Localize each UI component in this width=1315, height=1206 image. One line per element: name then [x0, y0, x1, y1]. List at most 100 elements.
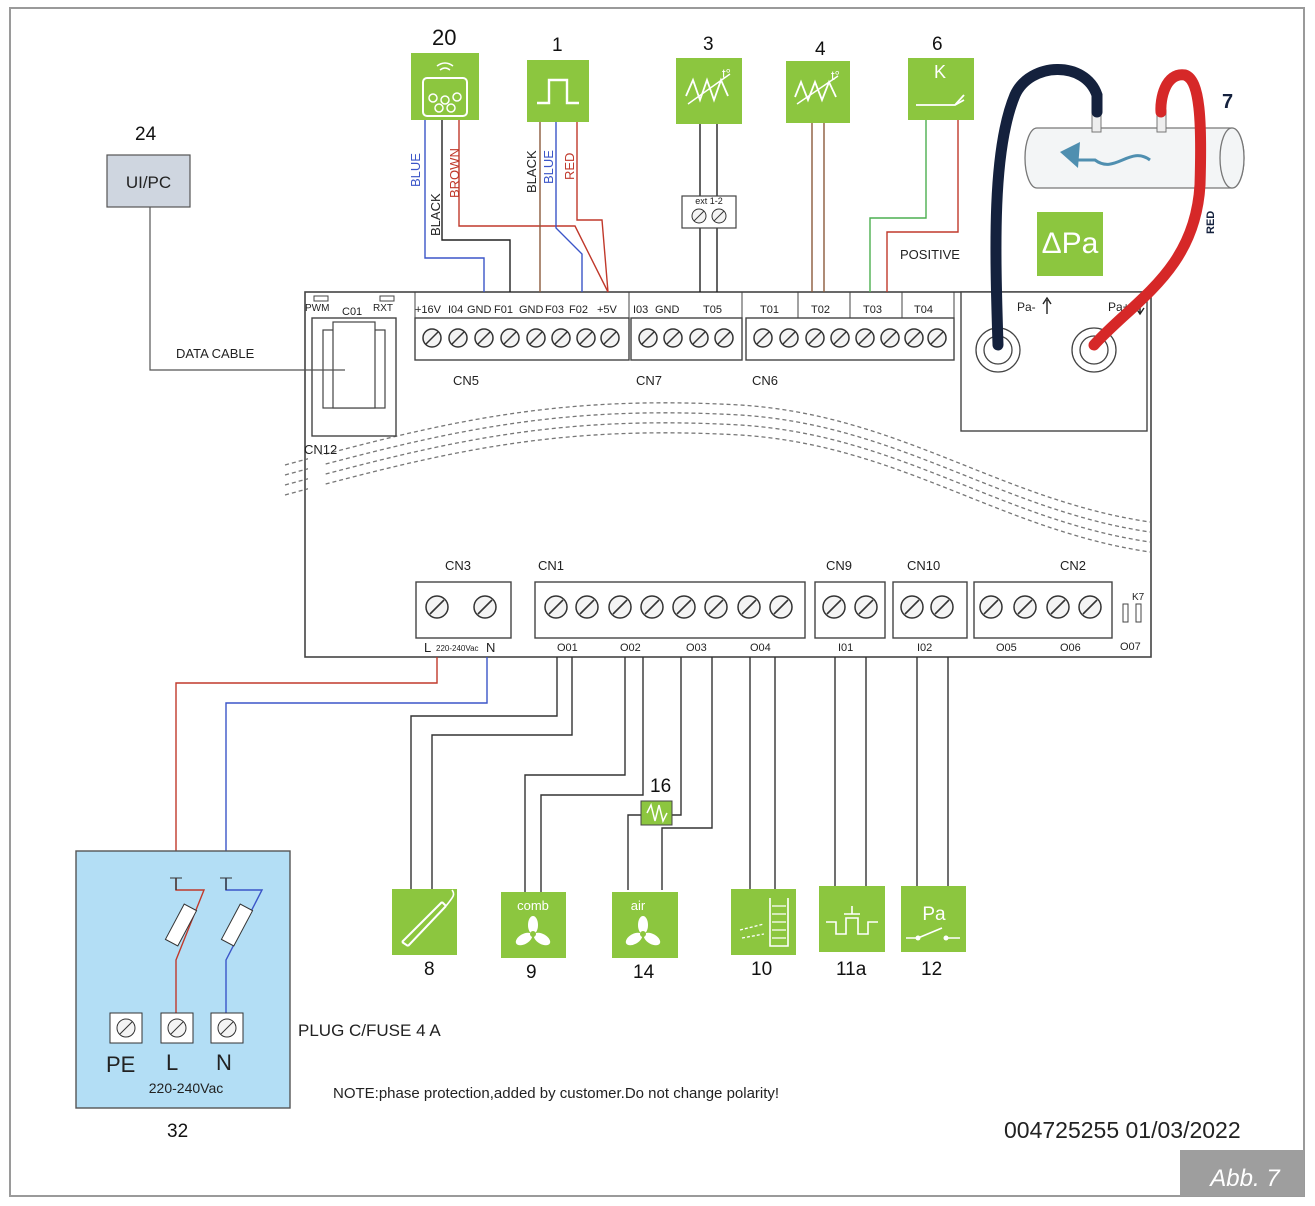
component-7-red-label: RED — [1205, 211, 1217, 234]
component-11a-switch: 11a — [819, 886, 885, 980]
component-9-combustion-fan: comb 9 — [501, 892, 566, 983]
cn12-pin-rxt: RXT — [373, 303, 393, 314]
pc-label: UI/PC — [126, 173, 171, 192]
component-7-pressure-tube: 7 RED ΔPa — [990, 64, 1245, 351]
cn5-label: CN5 — [453, 373, 479, 388]
cn6-connector: T01 T02 T03 T04 CN6 — [745, 292, 955, 388]
cn1-out-o02: O02 — [620, 642, 641, 654]
component-8-number: 8 — [424, 959, 435, 980]
pressure-sensor-box: Pa- Pa+ — [960, 291, 1148, 432]
component-20-number: 20 — [432, 25, 456, 50]
cn7-label: CN7 — [636, 373, 662, 388]
cn10-connector: CN10 I02 — [892, 558, 968, 654]
cn7-pin-i03: I03 — [633, 304, 648, 316]
component-6-thermocouple: 6 K POSITIVE — [900, 34, 974, 262]
component-9-number: 9 — [526, 962, 537, 983]
component-1-wire-blue: BLUE — [541, 150, 556, 184]
component-4-temperature-probe: 4 t° — [786, 39, 850, 123]
cn5-pin-5v: +5V — [597, 304, 618, 316]
component-10-number: 10 — [751, 959, 772, 980]
board-break-wave — [284, 402, 1151, 553]
cn5-pin-f01: F01 — [494, 304, 513, 316]
component-20-pellet-sensor: 20 BLUE BLACK BROWN — [408, 25, 479, 236]
plug-terminal-n: N — [216, 1050, 232, 1075]
svg-text:t°: t° — [831, 68, 840, 83]
cn5-pin-gnd2: GND — [519, 304, 544, 316]
k7-out-o07: O07 — [1120, 641, 1141, 653]
cn2-out-o06: O06 — [1060, 642, 1081, 654]
cn9-out-i01: I01 — [838, 642, 853, 654]
document-id: 004725255 01/03/2022 — [1004, 1117, 1241, 1143]
cn12-connector: PWM C01 RXT CN12 — [304, 295, 397, 457]
pc-number: 24 — [135, 124, 157, 145]
cn1-out-o04: O04 — [750, 642, 771, 654]
cn10-label: CN10 — [907, 558, 940, 573]
component-16-resistor: 16 — [640, 776, 673, 826]
cn6-pin-t03: T03 — [863, 304, 882, 316]
cn2-label: CN2 — [1060, 558, 1086, 573]
figure-tab: Abb. 7 — [1180, 1150, 1304, 1196]
component-11a-number: 11a — [836, 959, 867, 980]
cn6-pin-t01: T01 — [760, 304, 779, 316]
cn12-pin-pwm: PWM — [305, 303, 329, 314]
component-1-wire-black: BLACK — [524, 150, 539, 193]
cn3-l: L — [424, 640, 431, 655]
cn2-connector: CN2 O05 O06 — [973, 558, 1113, 654]
pa-minus-label: Pa- — [1017, 300, 1036, 314]
cn9-label: CN9 — [826, 558, 852, 573]
plug-label: PLUG C/FUSE 4 A — [298, 1021, 441, 1040]
outer-frame — [9, 7, 1305, 1197]
component-3-terminal-label: ext 1-2 — [695, 196, 723, 206]
wires-component-20 — [424, 118, 609, 293]
component-14-number: 14 — [633, 962, 655, 983]
cn6-pin-t04: T04 — [914, 304, 933, 316]
component-10-auger-motor: 10 — [731, 889, 796, 980]
component-4-number: 4 — [815, 39, 826, 60]
cn5-pin-f02: F02 — [569, 304, 588, 316]
cn7-connector: I03 GND T05 CN7 — [630, 292, 743, 388]
cn1-out-o03: O03 — [686, 642, 707, 654]
component-3-number: 3 — [703, 34, 714, 55]
component-6-positive-label: POSITIVE — [900, 247, 960, 262]
plug-voltage: 220-240Vac — [149, 1080, 223, 1096]
component-6-number: 6 — [932, 34, 943, 55]
cn3-voltage: 220-240Vac — [436, 644, 479, 653]
component-1-encoder: 1 BLACK BLUE RED — [524, 35, 589, 193]
cn2-out-o05: O05 — [996, 642, 1017, 654]
cn12-label: CN12 — [304, 442, 337, 457]
cn10-out-i02: I02 — [917, 642, 932, 654]
component-12-number: 12 — [921, 959, 942, 980]
cn7-pin-t05: T05 — [703, 304, 722, 316]
cn5-pin-i04: I04 — [448, 304, 463, 316]
wires-component-1 — [539, 118, 609, 293]
cn5-pin-gnd1: GND — [467, 304, 492, 316]
component-8-igniter: 8 — [392, 889, 457, 980]
cn3-connector: CN3 L 220-240Vac N — [415, 558, 512, 655]
component-20-wire-blue: BLUE — [408, 153, 423, 187]
figure-tab-label: Abb. 7 — [1208, 1165, 1281, 1192]
cn12-pin-c01: C01 — [342, 306, 362, 318]
cn1-connector: CN1 O01 O02 O03 O04 — [534, 558, 806, 654]
component-16-number: 16 — [650, 776, 671, 797]
component-14-caption: air — [631, 898, 646, 913]
cn9-connector: CN9 I01 — [814, 558, 886, 654]
plug-number: 32 — [167, 1121, 188, 1142]
cn5-connector: +16V I04 GND F01 GND F03 F02 +5V CN5 — [414, 292, 630, 388]
wires-component-4 — [811, 118, 825, 292]
component-3-temperature-probe: 3 t° ext 1-2 — [676, 34, 742, 229]
svg-text:t°: t° — [722, 66, 731, 81]
pc-module: 24 UI/PC DATA CABLE — [106, 124, 345, 371]
wires-component-6 — [869, 118, 959, 292]
cn1-label: CN1 — [538, 558, 564, 573]
cn3-label: CN3 — [445, 558, 471, 573]
bottom-wires — [175, 657, 949, 892]
cn7-pin-gnd: GND — [655, 304, 680, 316]
cn3-n: N — [486, 640, 495, 655]
component-1-number: 1 — [552, 35, 563, 56]
plug-terminal-l: L — [166, 1050, 178, 1075]
polarity-note: NOTE:phase protection,added by customer.… — [333, 1085, 779, 1102]
component-9-caption: comb — [517, 898, 549, 913]
cn5-pin-16v: +16V — [415, 304, 442, 316]
